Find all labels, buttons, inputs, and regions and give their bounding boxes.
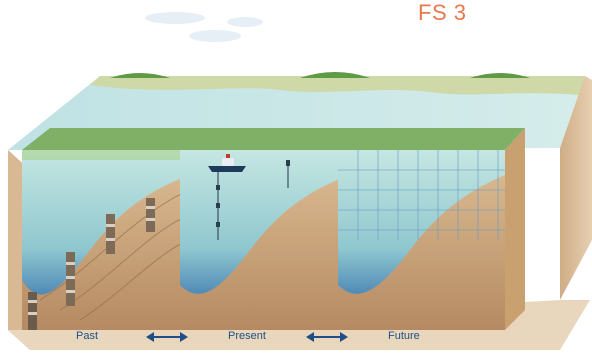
sediment-core-icon bbox=[106, 214, 115, 254]
cloud-decoration bbox=[145, 12, 263, 42]
panel-present bbox=[180, 128, 370, 330]
block-right-face bbox=[560, 76, 592, 300]
sediment-core-icon bbox=[146, 198, 155, 232]
double-arrow-icon bbox=[306, 332, 348, 342]
panel-label-past: Past bbox=[76, 330, 99, 342]
panel-label-future: Future bbox=[388, 330, 420, 342]
panel-label-present: Present bbox=[228, 330, 266, 342]
panel-past bbox=[22, 128, 210, 330]
mooring-instrument-icon bbox=[216, 160, 290, 240]
research-ship-icon bbox=[208, 154, 246, 172]
far-trees bbox=[110, 72, 530, 78]
figure-label: FS 3 bbox=[418, 0, 467, 25]
model-grid bbox=[338, 150, 505, 240]
double-arrow-icon bbox=[146, 332, 188, 342]
far-shoreline bbox=[90, 76, 585, 95]
sediment-core-icon bbox=[28, 292, 37, 330]
panel-future bbox=[338, 128, 525, 330]
